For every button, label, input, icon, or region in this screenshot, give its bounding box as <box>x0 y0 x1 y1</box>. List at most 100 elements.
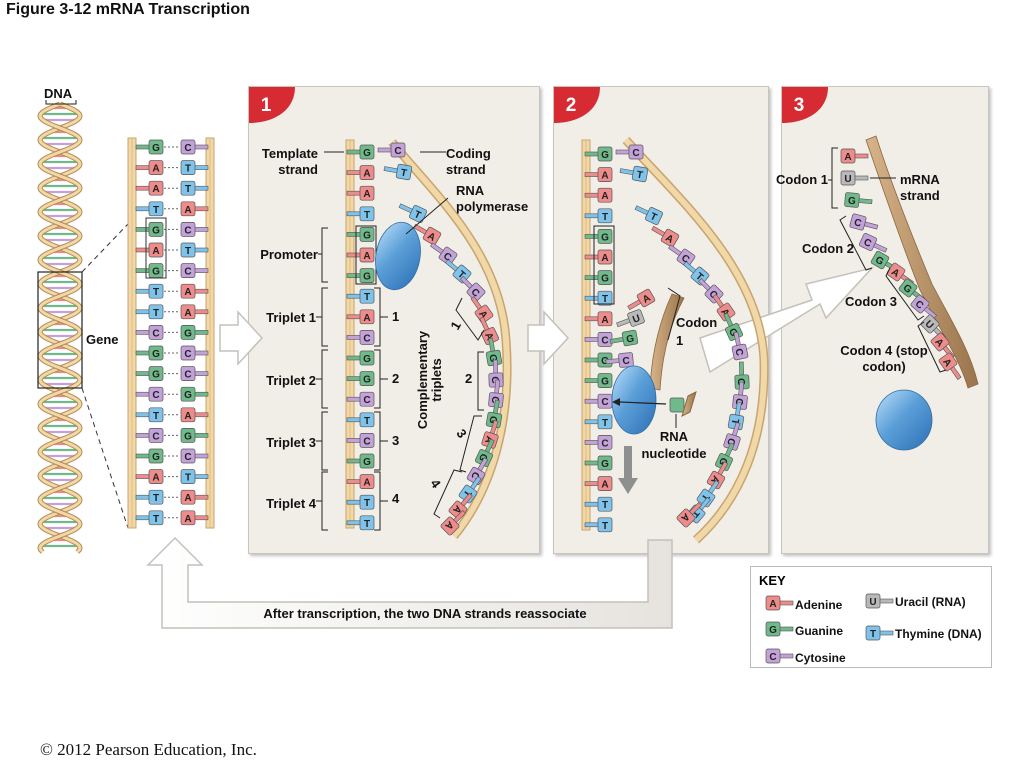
svg-text:T: T <box>153 205 159 216</box>
key-swatch-cytosine: C <box>765 648 794 664</box>
p2-template-base: C <box>584 393 613 409</box>
key-uracil-label: Uracil (RNA) <box>895 595 966 609</box>
ladder-left-base: A <box>135 242 164 258</box>
ladder-right-base: C <box>180 263 209 278</box>
svg-text:G: G <box>486 415 498 425</box>
svg-text:A: A <box>363 251 370 262</box>
ladder-right-base: T <box>180 469 209 484</box>
coding-base: A <box>413 223 442 246</box>
panel3-codon-4-label: Codon 4 (stop codon) <box>840 343 928 374</box>
ladder-right-base: A <box>180 283 209 299</box>
svg-text:A: A <box>363 478 370 489</box>
svg-text:T: T <box>729 418 741 426</box>
template-base: A <box>346 309 375 325</box>
p2-coding-base: C <box>731 331 749 361</box>
svg-text:G: G <box>601 150 609 161</box>
svg-text:T: T <box>185 184 191 195</box>
key-swatch-thymine: T <box>865 625 894 641</box>
svg-text:C: C <box>152 328 159 339</box>
svg-text:T: T <box>602 294 608 305</box>
template-base: G <box>346 453 375 469</box>
svg-text:C: C <box>601 397 608 408</box>
key-swatch-uracil: U <box>865 593 894 609</box>
panel3-codon-2-label: Codon 2 <box>802 241 854 256</box>
coding-base: T <box>383 163 413 181</box>
svg-text:C: C <box>632 148 639 159</box>
ladder-left-base: T <box>135 407 164 423</box>
ladder-right-base: T <box>180 180 209 196</box>
svg-text:T: T <box>689 507 701 519</box>
ladder-left-base: T <box>135 304 164 320</box>
svg-text:C: C <box>724 436 737 446</box>
coding-base: C <box>460 276 486 302</box>
template-base: T <box>346 206 375 222</box>
step-2-art: GAATGAGTACGGCTCGATTCTTACTCAGCGCTCGATTAAU… <box>581 136 769 544</box>
p2-mrna-base: C <box>605 352 634 368</box>
svg-text:A: A <box>152 184 159 195</box>
svg-text:T: T <box>364 416 370 427</box>
svg-text:G: G <box>476 452 489 464</box>
triplet-2-label: Triplet 2 <box>266 373 316 388</box>
ladder-left-base: G <box>135 366 164 381</box>
key-guanine-label: Guanine <box>795 624 844 638</box>
svg-text:G: G <box>601 377 609 388</box>
ladder-left-base: G <box>135 345 164 361</box>
svg-text:C: C <box>862 237 873 250</box>
svg-text:A: A <box>363 189 370 200</box>
mrna-base: C <box>859 233 888 253</box>
ladder-right-base: A <box>180 510 209 526</box>
ladder-right-base: G <box>180 325 209 340</box>
svg-text:A: A <box>482 331 495 342</box>
template-base: C <box>346 433 375 448</box>
svg-text:A: A <box>184 308 191 319</box>
p2-mrna-base: G <box>609 329 639 347</box>
svg-text:G: G <box>601 274 609 285</box>
dna-label: DNA <box>44 86 73 101</box>
svg-text:G: G <box>363 457 371 468</box>
svg-text:T: T <box>364 210 370 221</box>
coding-base: T <box>444 259 472 284</box>
svg-text:A: A <box>152 164 159 175</box>
p2-template-base: A <box>584 476 613 491</box>
svg-text:C: C <box>489 376 500 384</box>
svg-text:G: G <box>625 333 635 345</box>
svg-text:T: T <box>364 519 370 530</box>
triplet-number-3: 3 <box>392 433 400 448</box>
svg-text:G: G <box>848 196 857 208</box>
svg-text:C: C <box>184 370 191 381</box>
svg-text:C: C <box>184 143 191 154</box>
p2-template-base: G <box>584 229 613 244</box>
template-base: G <box>346 350 375 366</box>
panel3-codon-3-label: Codon 3 <box>845 294 897 309</box>
coding-base: C <box>466 457 489 486</box>
ladder-right-base: C <box>180 139 209 155</box>
svg-text:A: A <box>601 315 608 326</box>
coding-base: C <box>377 142 406 158</box>
svg-text:A: A <box>844 152 851 163</box>
p2-coding-base: A <box>706 461 729 490</box>
ladder-left-base: T <box>135 283 164 299</box>
svg-text:T: T <box>153 514 159 525</box>
ladder-left-base: T <box>135 201 164 217</box>
template-base: C <box>346 330 375 345</box>
svg-text:G: G <box>363 375 371 386</box>
reassociate-caption: After transcription, the two DNA strands… <box>263 606 587 621</box>
svg-text:G: G <box>726 327 739 339</box>
svg-text:C: C <box>468 469 481 481</box>
svg-text:G: G <box>152 349 160 360</box>
svg-text:A: A <box>601 253 608 264</box>
template-base: C <box>346 391 375 407</box>
ladder-left-base: G <box>135 139 164 155</box>
coding-base: C <box>430 242 458 266</box>
p2-template-base: A <box>584 311 613 327</box>
svg-text:A: A <box>601 191 608 202</box>
template-strand-label: Template strand <box>261 146 318 177</box>
svg-text:A: A <box>425 231 437 244</box>
svg-text:C: C <box>363 436 370 447</box>
coding-base: A <box>479 316 499 345</box>
svg-text:C: C <box>152 431 159 442</box>
svg-text:G: G <box>716 456 729 468</box>
ladder-left-base: G <box>135 222 164 237</box>
